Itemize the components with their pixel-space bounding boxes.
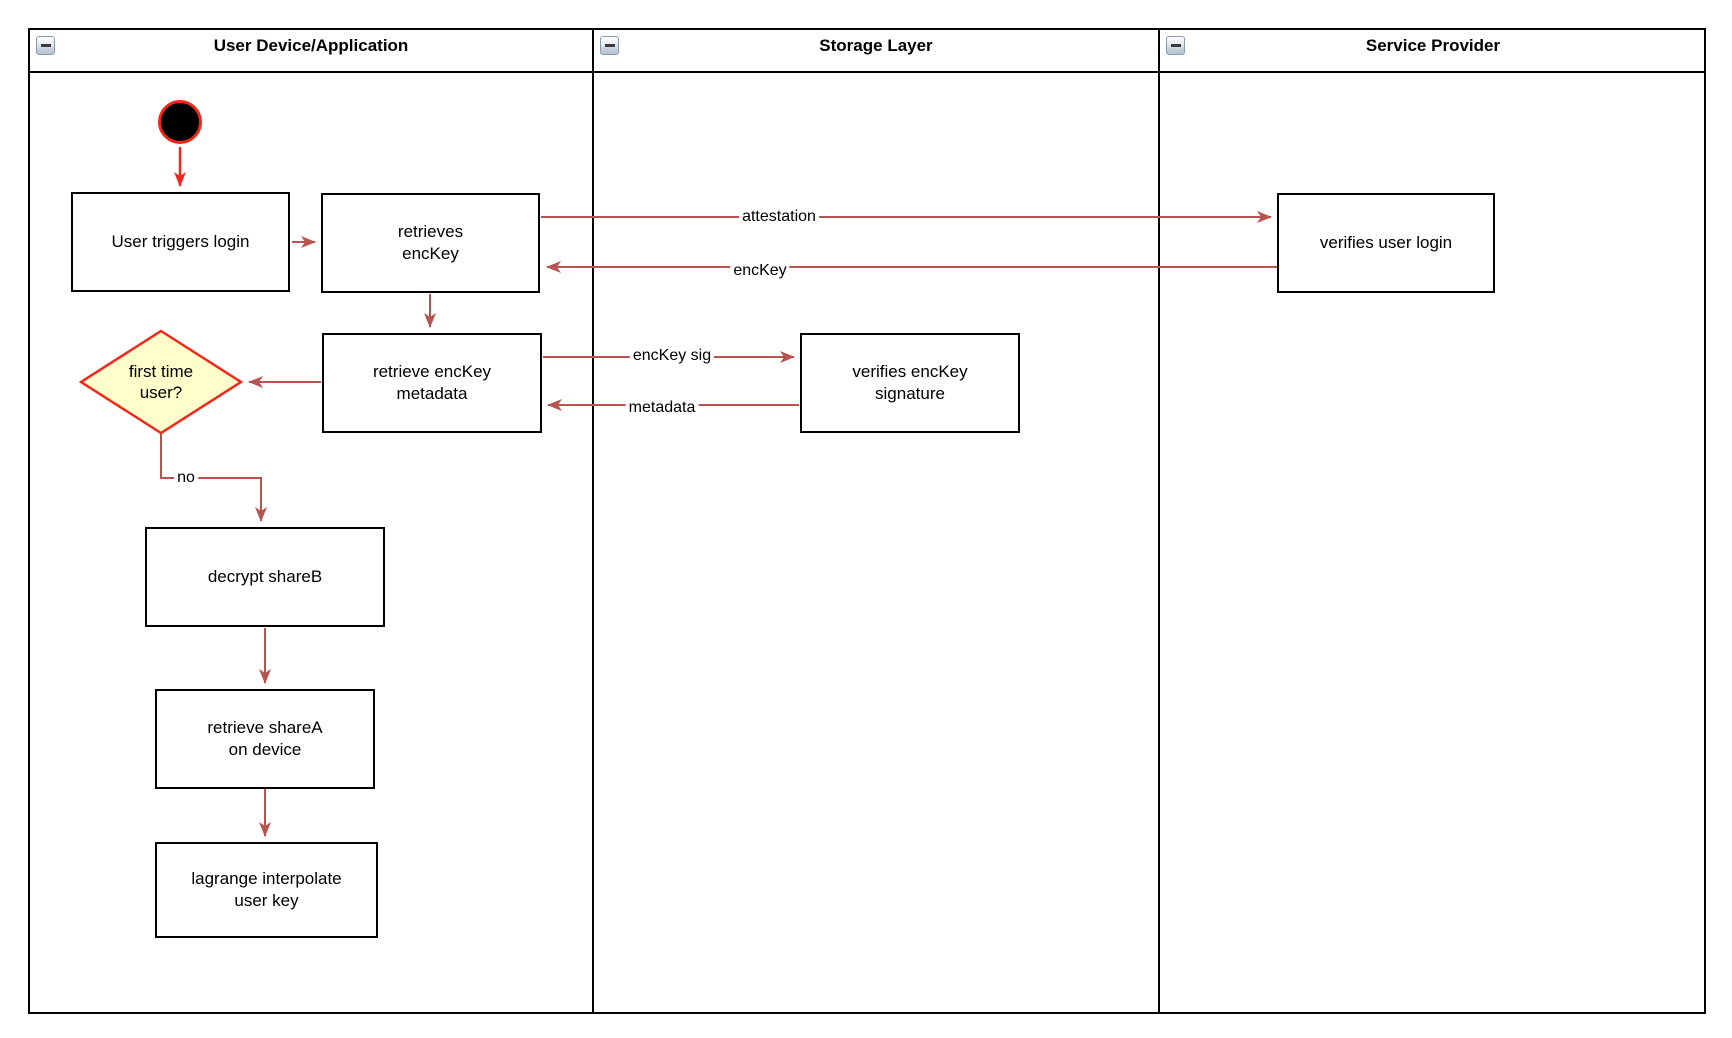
collapse-lane-icon[interactable] (1166, 36, 1185, 55)
node-retrieves-enckey[interactable]: retrieves encKey (321, 193, 540, 293)
collapse-lane-icon[interactable] (36, 36, 55, 55)
minus-icon (604, 44, 615, 47)
edge-label-enckey: encKey (730, 262, 790, 280)
edge-label-enckey-sig: encKey sig (629, 347, 715, 365)
node-user-triggers-login[interactable]: User triggers login (71, 192, 290, 292)
lane-title-user-device: User Device/Application (213, 36, 409, 55)
node-decrypt-shareb[interactable]: decrypt shareB (145, 527, 385, 627)
node-lagrange-interpolate-user-key[interactable]: lagrange interpolate user key (155, 842, 378, 938)
minus-icon (40, 44, 51, 47)
lane-title-service-provider: Service Provider (1365, 36, 1501, 55)
edge-label-no: no (174, 469, 198, 487)
decision-first-time-user[interactable]: first time user? (78, 328, 244, 436)
lane-divider-2 (1158, 28, 1160, 1014)
collapse-lane-icon[interactable] (600, 36, 619, 55)
node-retrieve-enckey-metadata[interactable]: retrieve encKey metadata (322, 333, 542, 433)
edge-label-attestation: attestation (739, 208, 819, 226)
decision-label: first time user? (128, 361, 194, 402)
lane-divider-1 (592, 28, 594, 1014)
edge-label-metadata: metadata (625, 399, 699, 417)
initial-state-node[interactable] (158, 100, 202, 144)
lane-title-storage-layer: Storage Layer (819, 36, 933, 55)
lane-header-underline (28, 71, 1706, 73)
node-verifies-user-login[interactable]: verifies user login (1277, 193, 1495, 293)
node-retrieve-sharea-on-device[interactable]: retrieve shareA on device (155, 689, 375, 789)
node-verifies-enckey-signature[interactable]: verifies encKey signature (800, 333, 1020, 433)
diamond-shape (78, 329, 244, 435)
minus-icon (1170, 44, 1181, 47)
